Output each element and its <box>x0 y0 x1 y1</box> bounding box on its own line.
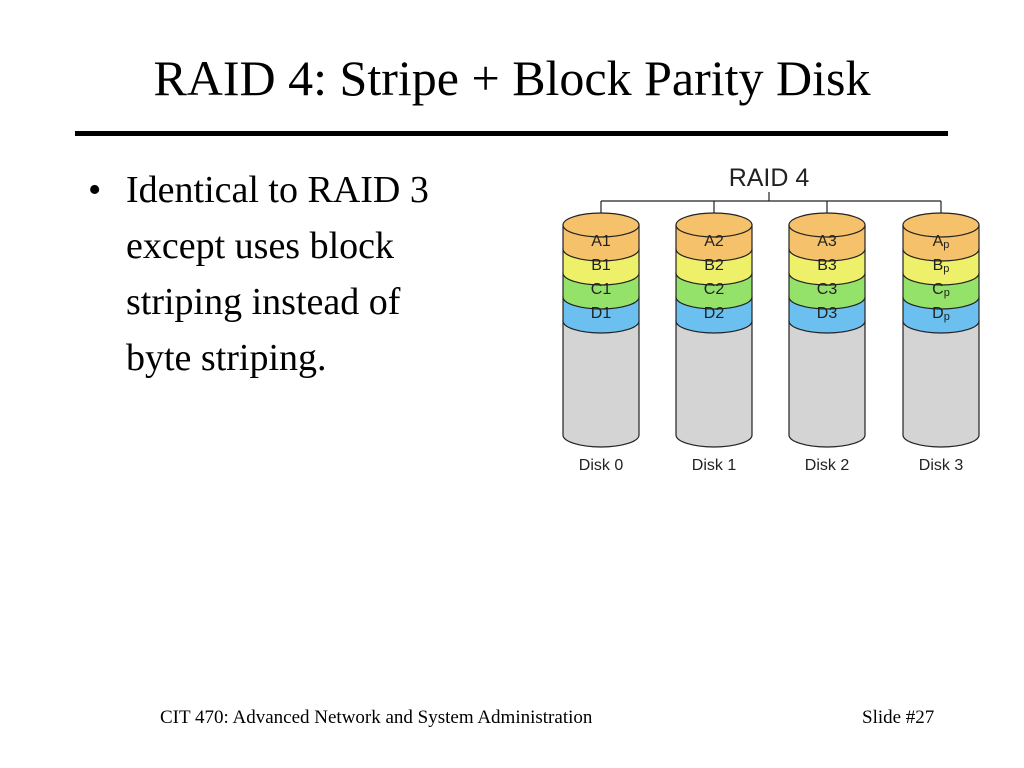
bullet-line: except uses block <box>126 225 395 267</box>
diagram-title: RAID 4 <box>729 164 810 192</box>
footer-slide-number: Slide #27 <box>862 707 935 728</box>
block-label: Ap <box>933 233 950 251</box>
block-label: A2 <box>704 233 724 250</box>
disk-top-cap <box>562 212 640 238</box>
block-label: B2 <box>704 257 724 274</box>
disk-top-cap <box>902 212 980 238</box>
disk-label: Disk 0 <box>579 457 624 474</box>
slide-title: RAID 4: Stripe + Block Parity Disk <box>153 50 871 106</box>
bullet-marker: • <box>88 169 102 211</box>
block-label: C1 <box>591 281 612 298</box>
disk-body <box>902 320 980 448</box>
block-label: A3 <box>817 233 837 250</box>
disk-label: Disk 3 <box>919 457 964 474</box>
disk-body <box>675 320 753 448</box>
block-label: A1 <box>591 233 611 250</box>
block-label: D1 <box>591 305 612 322</box>
footer-course: CIT 470: Advanced Network and System Adm… <box>160 707 593 728</box>
bullet-item: • Identical to RAID 3 except uses block … <box>86 162 506 386</box>
bullet-line: Identical to RAID 3 <box>126 169 429 211</box>
block-label: Dp <box>932 305 950 323</box>
disk-top-cap <box>675 212 753 238</box>
title-underline <box>75 131 948 136</box>
block-label: C2 <box>704 281 725 298</box>
disk-label: Disk 1 <box>692 457 737 474</box>
connector-lines <box>600 192 942 225</box>
block-label: Cp <box>932 281 950 299</box>
bullet-line: byte striping. <box>126 337 327 379</box>
block-label: B3 <box>817 257 837 274</box>
disk-label: Disk 2 <box>805 457 850 474</box>
bullet-line: striping instead of <box>126 281 401 323</box>
block-label: Bp <box>933 257 950 275</box>
block-label: C3 <box>817 281 838 298</box>
block-label: B1 <box>591 257 611 274</box>
block-label: D3 <box>817 305 838 322</box>
disk-body <box>562 320 640 448</box>
disk-top-cap <box>788 212 866 238</box>
block-label: D2 <box>704 305 725 322</box>
bullet-list: • Identical to RAID 3 except uses block … <box>86 162 506 386</box>
disk-body <box>788 320 866 448</box>
